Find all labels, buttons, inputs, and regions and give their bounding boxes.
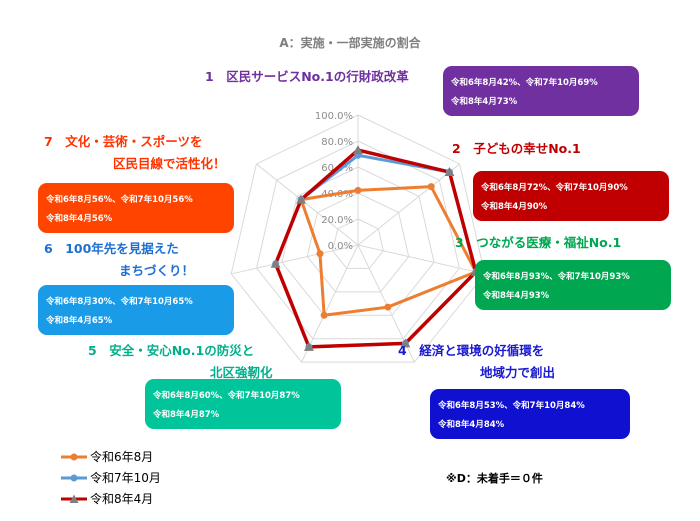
grid-spoke-7 [256, 163, 359, 246]
legend-label-r8-4: 令和8年4月 [90, 492, 154, 506]
goal-4-label: 4 経済と環境の好循環を地域力で創出 [398, 343, 556, 380]
series-1-point-6 [316, 250, 324, 258]
goal-3-value-box: 令和6年8月93%、令和7年10月93%令和8年4月93% [475, 260, 671, 310]
legend-item-r7-10: 令和7年10月 [60, 467, 161, 488]
legend-marker-circle-icon [61, 474, 87, 481]
goal-1-value-box: 令和6年8月42%、令和7年10月69%令和8年4月73% [443, 66, 639, 116]
grid-ring-5 [230, 114, 486, 363]
series-3-point-2 [444, 167, 455, 177]
grid-spoke-5 [301, 244, 359, 363]
series-1-point-5 [320, 311, 328, 319]
goal-2-label: 2 子どもの幸せNo.1 [452, 141, 581, 156]
goal-5-label: 5 安全・安心No.1の防災と北区強靭化 [88, 343, 273, 380]
series-1-point-2 [427, 183, 435, 191]
series-line-1 [299, 185, 478, 317]
grid-spoke-2 [357, 163, 460, 246]
grid-ring-1 [332, 218, 384, 269]
goal-5-value-box: 令和6年8月60%、令和7年10月87%令和8年4月87% [145, 379, 341, 429]
legend-label-r6-8: 令和6年8月 [90, 450, 154, 464]
goal-6-value-box: 令和6年8月30%、令和7年10月65%令和8年4月65% [38, 285, 234, 335]
series-3-point-5 [303, 341, 314, 351]
grid-spoke-6 [231, 244, 359, 275]
legend-label-r7-10: 令和7年10月 [90, 471, 161, 485]
tick-label-4: 80.0% [321, 137, 353, 148]
goal-2-value-box: 令和6年8月72%、令和7年10月90%令和8年4月90% [473, 171, 669, 221]
legend-marker-triangle-icon [61, 494, 87, 503]
tick-label-1: 20.0% [321, 215, 353, 226]
chart-title: A：実施・一部実施の割合 [279, 36, 421, 50]
series-1-point-4 [384, 303, 392, 311]
series-3-point-4 [400, 338, 411, 348]
series-line-3 [273, 148, 478, 349]
tick-label-0: 0.0% [328, 241, 353, 252]
goal-4-value-box: 令和6年8月53%、令和7年10月84%令和8年4月84% [430, 389, 630, 439]
grid-spoke-3 [357, 244, 485, 275]
grid-ring-4 [256, 140, 460, 340]
tick-label-5: 100.0% [315, 111, 353, 122]
goal-3-label: 3 つながる医療・福祉No.1 [455, 235, 622, 250]
series-3-point-1 [353, 145, 363, 155]
goal-7-value-box: 令和6年8月56%、令和7年10月56%令和8年4月56% [38, 183, 234, 233]
note-d-count: ※D：未着手＝０件 [446, 472, 543, 485]
grid-ring-3 [281, 166, 435, 316]
goal-1-label: 1 区民サービスNo.1の行財政改革 [205, 69, 409, 84]
series-line-2 [274, 153, 478, 349]
legend-item-r6-8: 令和6年8月 [60, 446, 161, 467]
legend: 令和6年8月 令和7年10月 令和8年4月 [60, 446, 161, 509]
legend-item-r8-4: 令和8年4月 [60, 488, 161, 509]
series-1-point-1 [354, 186, 362, 194]
series-3-point-7 [296, 194, 307, 204]
goal-6-label: 6 100年先を見据えたまちづくり！ [44, 241, 195, 278]
goal-7-label: 7 文化・芸術・スポーツを区民目線で活性化！ [44, 134, 226, 171]
legend-marker-circle-icon [61, 453, 87, 460]
grid-ring-2 [306, 192, 410, 293]
series-3-point-6 [270, 258, 281, 268]
